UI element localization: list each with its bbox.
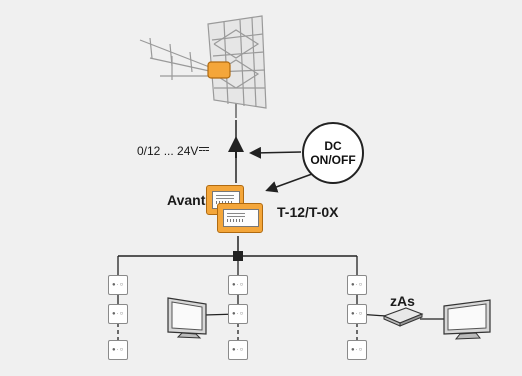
amplifier-unit — [217, 203, 263, 233]
tv-icon — [167, 297, 207, 339]
model-label: T-12/T-0X — [277, 204, 339, 220]
wall-outlet-icon: ●·○ — [228, 340, 248, 360]
dc-text: DC — [324, 139, 342, 153]
zas-label: zAs — [390, 293, 415, 309]
wall-outlet-icon: ●·○ — [347, 340, 367, 360]
zas-receiver-icon — [382, 307, 424, 327]
tv-icon-right — [443, 299, 491, 340]
wall-outlet-icon: ●·○ — [347, 275, 367, 295]
dc-on-off-circle: DC ON/OFF — [302, 122, 364, 184]
wall-outlet-icon: ●·○ — [347, 304, 367, 324]
wall-outlet-icon: ●·○ — [108, 304, 128, 324]
wall-outlet-icon: ●·○ — [108, 340, 128, 360]
wall-outlet-icon: ●·○ — [108, 275, 128, 295]
avant-label: Avant — [167, 192, 206, 208]
on-off-text: ON/OFF — [310, 153, 356, 167]
antenna-icon — [139, 15, 267, 118]
dc-arrow-to-cable — [249, 146, 302, 159]
voltage-text: 0/12 ... 24V — [137, 144, 199, 158]
wall-outlet-icon: ●·○ — [228, 275, 248, 295]
voltage-label: 0/12 ... 24V — [137, 144, 210, 158]
dc-symbol — [199, 147, 210, 154]
wall-outlet-icon: ●·○ — [228, 304, 248, 324]
dc-arrow-to-amplifier — [265, 173, 313, 193]
